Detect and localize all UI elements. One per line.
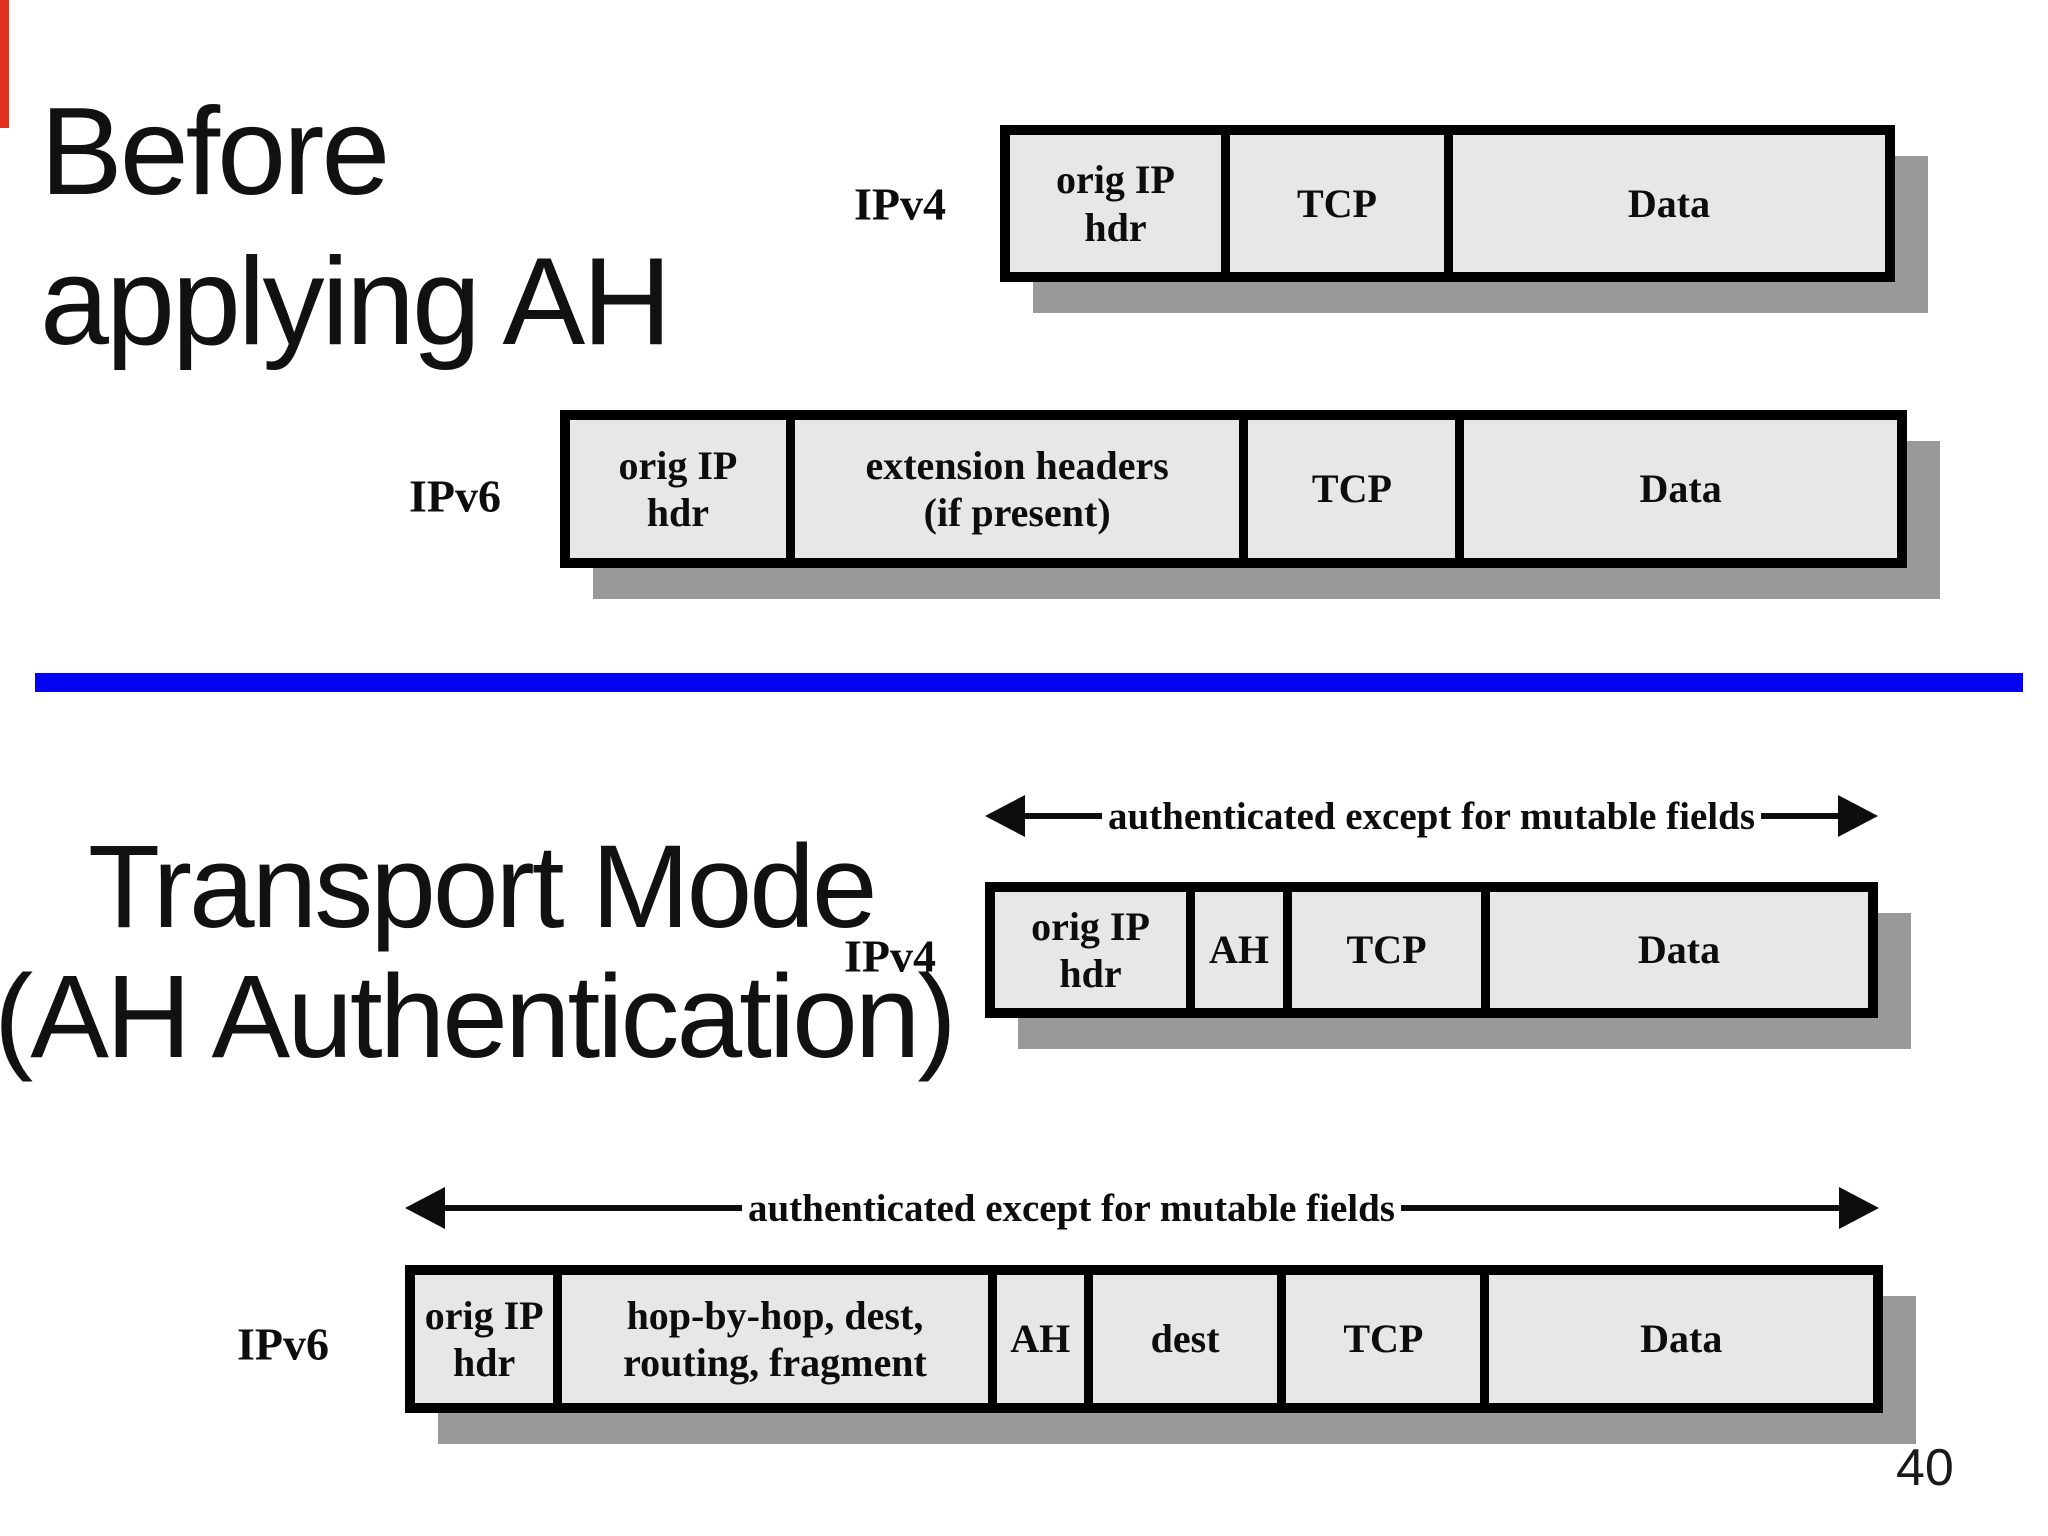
packet-cell-tcp: TCP xyxy=(1248,420,1456,558)
cell-text: Data xyxy=(1637,927,1721,973)
arrow-left-head-icon xyxy=(405,1187,445,1229)
section-divider-line xyxy=(35,673,2023,692)
transport-title-line2: (AH Authentication) xyxy=(0,951,957,1083)
cell-text: Data xyxy=(1640,1316,1723,1362)
arrow-label: authenticated except for mutable fields xyxy=(1107,794,1756,838)
packet-cell-dest: dest xyxy=(1093,1275,1278,1403)
cell-text: Data xyxy=(1639,466,1722,512)
cell-text: AH xyxy=(1209,927,1269,973)
arrow-line xyxy=(1025,813,1102,819)
before-ipv6-label: IPv6 xyxy=(409,470,501,522)
transport-title-line1: Transport Mode xyxy=(88,821,878,953)
packet-cell-orig-ip-hdr: orig IP hdr xyxy=(570,420,786,558)
red-edge-artifact xyxy=(0,0,9,128)
authenticated-arrow-ipv6: authenticated except for mutable fields xyxy=(405,1186,1879,1230)
packet-cell-data: Data xyxy=(1490,892,1868,1008)
arrow-right-head-icon xyxy=(1839,1187,1879,1229)
packet-cell-ah: AH xyxy=(996,1275,1085,1403)
authenticated-arrow-ipv4: authenticated except for mutable fields xyxy=(985,794,1878,838)
cell-text: Data xyxy=(1627,180,1711,226)
cell-text: AH xyxy=(1010,1316,1071,1362)
packet-transport-ipv6: orig IP hdr hop-by-hop, dest, routing, f… xyxy=(405,1265,1883,1413)
packet-cell-tcp: TCP xyxy=(1229,135,1444,272)
before-title-line2: applying AH xyxy=(40,233,672,371)
packet-before-ipv6: orig IP hdr extension headers (if presen… xyxy=(560,410,1907,568)
packet-cell-orig-ip-hdr: orig IP hdr xyxy=(995,892,1186,1008)
before-title-line1: Before xyxy=(40,83,390,221)
packet-cell-hop-by-hop: hop-by-hop, dest, routing, fragment xyxy=(562,1275,988,1403)
arrow-left-head-icon xyxy=(985,795,1025,837)
packet-cell-tcp: TCP xyxy=(1286,1275,1481,1403)
packet-cell-tcp: TCP xyxy=(1292,892,1481,1008)
packet-before-ipv4: orig IP hdr TCP Data xyxy=(1000,125,1895,282)
arrow-line xyxy=(445,1205,742,1211)
before-ipv4-label: IPv4 xyxy=(854,178,946,230)
cell-text: orig IP hdr xyxy=(1031,903,1150,996)
packet-cell-ah: AH xyxy=(1195,892,1283,1008)
cell-text: dest xyxy=(1150,1316,1220,1362)
transport-ipv4-label: IPv4 xyxy=(844,930,936,982)
packet-cell-orig-ip-hdr: orig IP hdr xyxy=(1010,135,1221,272)
packet-cell-data: Data xyxy=(1489,1275,1873,1403)
packet-cell-data: Data xyxy=(1464,420,1897,558)
transport-ipv6-label: IPv6 xyxy=(237,1318,329,1370)
packet-transport-ipv4: orig IP hdr AH TCP Data xyxy=(985,882,1878,1018)
arrow-line xyxy=(1761,813,1838,819)
arrow-label: authenticated except for mutable fields xyxy=(747,1186,1395,1230)
cell-text: orig IP hdr xyxy=(424,1292,544,1385)
packet-cell-extension-headers: extension headers (if present) xyxy=(794,420,1240,558)
cell-text: hop-by-hop, dest, routing, fragment xyxy=(623,1292,927,1385)
arrow-line xyxy=(1400,1205,1839,1211)
cell-text: extension headers (if present) xyxy=(865,442,1169,535)
cell-text: TCP xyxy=(1311,466,1392,512)
cell-text: TCP xyxy=(1346,927,1427,973)
cell-text: orig IP hdr xyxy=(1056,157,1175,250)
slide-page-number: 40 xyxy=(1896,1439,1954,1497)
packet-cell-data: Data xyxy=(1452,135,1885,272)
cell-text: orig IP hdr xyxy=(618,442,738,535)
packet-cell-orig-ip-hdr: orig IP hdr xyxy=(415,1275,554,1403)
cell-text: TCP xyxy=(1296,180,1377,226)
cell-text: TCP xyxy=(1343,1316,1424,1362)
arrow-right-head-icon xyxy=(1838,795,1878,837)
